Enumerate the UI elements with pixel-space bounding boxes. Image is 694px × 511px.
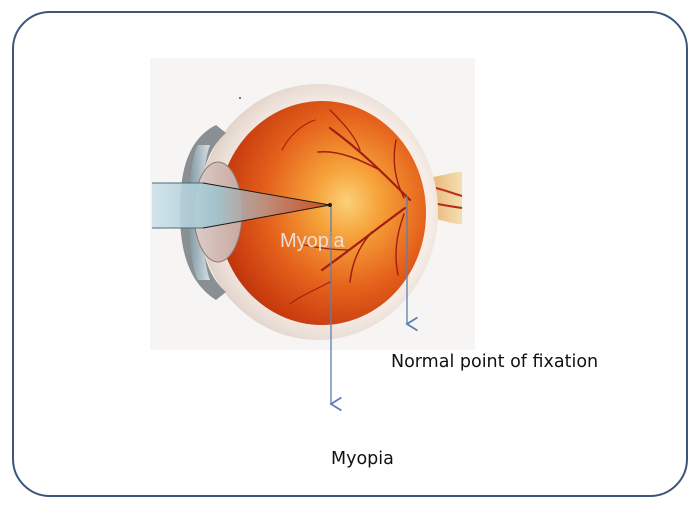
- inner-myopia-label: Myopia: [280, 230, 345, 252]
- normal-fixation-label: Normal point of fixation: [391, 352, 598, 372]
- photo-speck: [239, 97, 241, 99]
- myopic-focus-point: [328, 203, 332, 207]
- myopia-label: Myopia: [331, 449, 394, 469]
